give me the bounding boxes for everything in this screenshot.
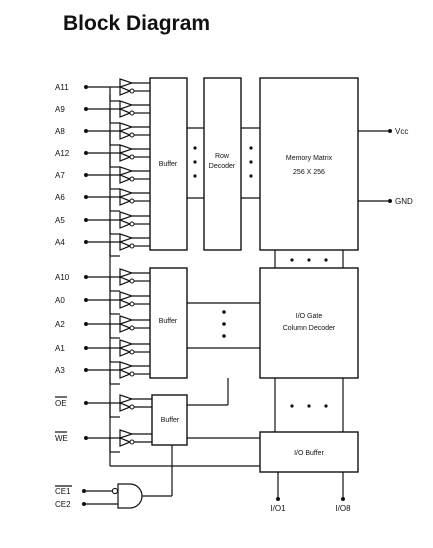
control-pin-oe-pin xyxy=(84,401,88,405)
control-pin-we-label: WE xyxy=(55,434,68,443)
address-pin-a7-buffer-gate xyxy=(119,166,134,176)
address-pin-a8-buffer-gate xyxy=(119,122,134,132)
address-pin-a2-pin xyxy=(84,322,88,326)
io1-pin-label: I/O1 xyxy=(270,504,286,513)
control-inputs: OE WE xyxy=(55,394,152,453)
buffer-top-block xyxy=(149,77,188,251)
address-pin-a10-buffer-gate xyxy=(119,268,134,278)
io-gate-to-io-buffer-dots xyxy=(290,404,328,408)
address-pin-a3-buffer-gate xyxy=(119,361,134,371)
address-pin-a9-label: A9 xyxy=(55,105,65,114)
address-pin-a0-buffer-gate xyxy=(119,291,134,301)
buffer-to-column-decoder-dots xyxy=(222,310,226,338)
decoder-to-matrix-dots xyxy=(249,146,253,178)
buffer-top-label: Buffer xyxy=(159,161,178,168)
address-pin-a12-buffer-gate xyxy=(119,144,134,154)
address-pin-a10-label: A10 xyxy=(55,273,70,282)
address-pin-a8: A8 xyxy=(55,122,150,146)
address-pin-a0-pin xyxy=(84,298,88,302)
io-gate-column-decoder-block xyxy=(259,267,359,379)
row-decoder-label-1: Row xyxy=(215,153,230,160)
chip-enable-and-gate: CE1 CE2 xyxy=(55,466,173,509)
address-pin-a11: A11 xyxy=(55,78,150,102)
address-pin-a1-buffer-gate xyxy=(119,339,134,349)
buffer-middle-block xyxy=(149,267,188,379)
address-pin-a4-label: A4 xyxy=(55,238,65,247)
address-pin-a11-label: A11 xyxy=(55,83,69,92)
ce1-pin-label: CE1 xyxy=(55,487,71,496)
address-pin-a9-pin xyxy=(84,107,88,111)
address-pin-a6-pin xyxy=(84,195,88,199)
io8-pin-label: I/O8 xyxy=(335,504,351,513)
address-pin-a11-pin xyxy=(84,85,88,89)
io-gate-label: I/O Gate xyxy=(296,313,323,320)
address-pin-a5-pin xyxy=(84,218,88,222)
control-pin-we-buffer-gate xyxy=(119,429,134,439)
control-pin-oe: OE xyxy=(55,394,152,418)
buffer-to-decoder-dots xyxy=(193,146,197,178)
control-pin-we: WE xyxy=(55,429,152,453)
row-decoder-block xyxy=(203,77,242,251)
buffer-control-label: Buffer xyxy=(161,417,180,424)
address-pin-a6: A6 xyxy=(55,188,150,212)
address-pin-a1: A1 xyxy=(55,339,150,363)
control-pin-we-pin xyxy=(84,436,88,440)
address-pin-a6-buffer-gate xyxy=(119,188,134,198)
page-title: Block Diagram xyxy=(63,12,210,35)
address-pin-a10-pin xyxy=(84,275,88,279)
io-buffer-block xyxy=(259,431,359,473)
address-pin-a7: A7 xyxy=(55,166,150,190)
address-pin-a4: A4 xyxy=(55,233,150,257)
memory-matrix-label: Memory Matrix xyxy=(286,155,333,162)
address-pin-a4-buffer-gate xyxy=(119,233,134,243)
address-pin-a10: A10 xyxy=(55,268,150,292)
control-trunk-lines xyxy=(109,95,172,467)
address-pin-a9: A9 xyxy=(55,100,150,124)
address-pin-a11-buffer-gate xyxy=(119,78,134,88)
address-pin-a7-pin xyxy=(84,173,88,177)
address-pin-a0: A0 xyxy=(55,291,150,315)
memory-matrix-block xyxy=(259,77,359,251)
address-pin-a7-label: A7 xyxy=(55,171,65,180)
address-pin-a9-buffer-gate xyxy=(119,100,134,110)
address-pin-a3-pin xyxy=(84,368,88,372)
address-pin-a5: A5 xyxy=(55,211,150,235)
io-buffer-label: I/O Buffer xyxy=(294,450,324,457)
gnd-pin-label: GND xyxy=(395,197,413,206)
control-pin-oe-label: OE xyxy=(55,399,67,408)
vcc-pin-label: Vcc xyxy=(395,127,408,136)
address-pin-a8-pin xyxy=(84,129,88,133)
address-pin-a2: A2 xyxy=(55,315,150,339)
matrix-to-io-gate-dots xyxy=(290,258,328,262)
address-pin-a4-pin xyxy=(84,240,88,244)
address-pin-a1-pin xyxy=(84,346,88,350)
address-pin-a12-label: A12 xyxy=(55,149,70,158)
address-pin-a6-label: A6 xyxy=(55,193,65,202)
address-pin-a1-label: A1 xyxy=(55,344,65,353)
buffer-control-block xyxy=(151,394,188,446)
buffer-middle-label: Buffer xyxy=(159,318,178,325)
ce2-pin-label: CE2 xyxy=(55,500,71,509)
address-pin-a12: A12 xyxy=(55,144,150,168)
address-pin-a5-label: A5 xyxy=(55,216,65,225)
row-decoder-label-2: Decoder xyxy=(209,163,236,170)
address-pin-a2-buffer-gate xyxy=(119,315,134,325)
address-pin-a12-pin xyxy=(84,151,88,155)
memory-matrix-size: 256 X 256 xyxy=(293,169,325,176)
address-pin-a3: A3 xyxy=(55,361,150,385)
address-pin-a8-label: A8 xyxy=(55,127,65,136)
address-pin-a5-buffer-gate xyxy=(119,211,134,221)
column-decoder-label: Column Decoder xyxy=(283,325,336,332)
address-pin-a0-label: A0 xyxy=(55,296,65,305)
address-pin-a2-label: A2 xyxy=(55,320,65,329)
control-pin-oe-buffer-gate xyxy=(119,394,134,404)
address-pin-a3-label: A3 xyxy=(55,366,65,375)
